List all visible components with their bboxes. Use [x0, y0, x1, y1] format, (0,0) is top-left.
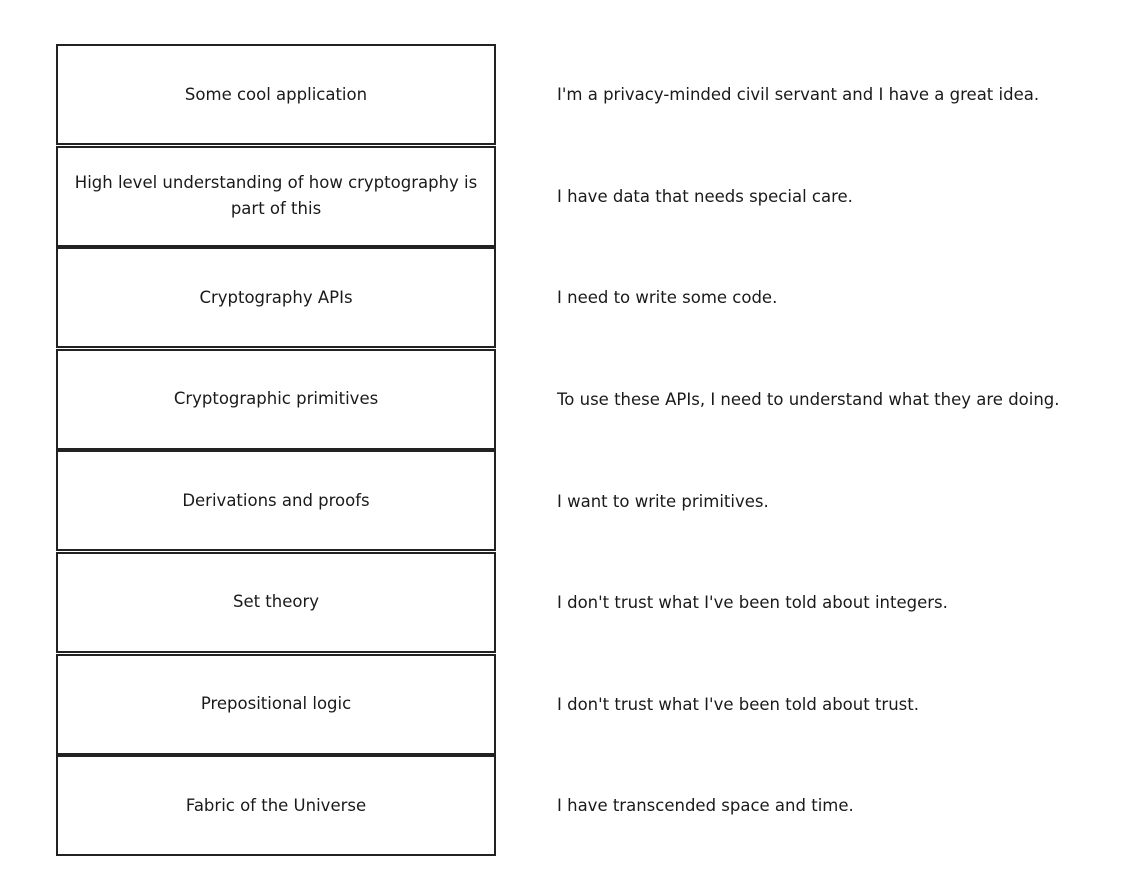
layer-row-primitives: Cryptographic primitives	[56, 348, 496, 451]
layer-row-proofs: Derivations and proofs	[56, 450, 496, 552]
layer-box-primitives: Cryptographic primitives	[56, 348, 496, 450]
layer-box-understanding: High level understanding of how cryptogr…	[56, 145, 496, 247]
note-logic: I don't trust what I've been told about …	[557, 694, 919, 714]
layer-row-application: Some cool application	[56, 44, 496, 146]
note-universe: I have transcended space and time.	[557, 796, 854, 816]
layer-box-proofs: Derivations and proofs	[56, 450, 496, 552]
layer-row-understanding: High level understanding of how cryptogr…	[56, 145, 496, 248]
layer-row-apis: Cryptography APIs	[56, 247, 496, 349]
layer-box-apis: Cryptography APIs	[56, 247, 496, 349]
layer-box-universe: Fabric of the Universe	[56, 755, 496, 857]
layer-row-set-theory: Set theory	[56, 551, 496, 654]
layer-stack: Some cool application High level underst…	[56, 44, 496, 857]
layer-row-universe: Fabric of the Universe	[56, 755, 496, 857]
note-understanding: I have data that needs special care.	[557, 186, 853, 206]
layer-notes: I'm a privacy-minded civil servant and I…	[557, 44, 1117, 857]
note-apis: I need to write some code.	[557, 288, 778, 308]
note-proofs: I want to write primitives.	[557, 491, 769, 511]
layer-box-logic: Prepositional logic	[56, 653, 496, 755]
layer-box-set-theory: Set theory	[56, 551, 496, 653]
note-primitives: To use these APIs, I need to understand …	[557, 390, 1060, 410]
note-set-theory: I don't trust what I've been told about …	[557, 593, 948, 613]
note-application: I'm a privacy-minded civil servant and I…	[557, 85, 1040, 105]
layer-row-logic: Prepositional logic	[56, 653, 496, 756]
layer-box-application: Some cool application	[56, 44, 496, 145]
